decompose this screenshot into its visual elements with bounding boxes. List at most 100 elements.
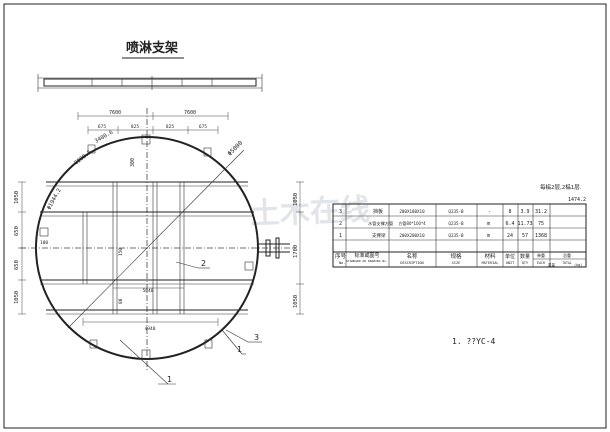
svg-text:31.2: 31.2 bbox=[535, 209, 547, 215]
bom-total-top: 1474.2 bbox=[568, 197, 586, 203]
svg-text:Q235-B: Q235-B bbox=[448, 209, 464, 214]
svg-text:6.4: 6.4 bbox=[505, 221, 514, 227]
svg-text:材料: 材料 bbox=[484, 252, 496, 260]
dim-left-1: 1050 bbox=[14, 191, 20, 204]
dim-seg-b: 825 bbox=[131, 124, 139, 130]
diameter-leader bbox=[225, 149, 245, 169]
dim-left-3: 650 bbox=[14, 260, 20, 270]
svg-text:规格: 规格 bbox=[450, 252, 462, 260]
svg-text:总重: 总重 bbox=[563, 252, 571, 258]
dim-bottom-outer: 4940 bbox=[145, 326, 156, 332]
dim-top-right: 7600 bbox=[184, 110, 196, 116]
plan-view: Φ5000 CI98.5 Φ1944.2 3400.6 300 150 80 1… bbox=[20, 108, 295, 372]
bom-row: 1 支撑梁 200X200X10 Q235-B m 24 57 1368 bbox=[339, 232, 547, 239]
svg-text:TOTAL: TOTAL bbox=[562, 261, 572, 265]
diameter-line bbox=[67, 167, 227, 329]
dim-seg-c: 825 bbox=[166, 124, 174, 130]
elevation-view bbox=[37, 74, 263, 92]
svg-text:SIZE: SIZE bbox=[452, 261, 460, 265]
bom-header: 序号 No. 标准或图号 STANDARD OR DRAWING No. 名称 … bbox=[335, 252, 582, 267]
svg-text:3: 3 bbox=[339, 209, 342, 215]
svg-text:方管80*100*4: 方管80*100*4 bbox=[398, 220, 426, 226]
bom-row: 2 水管支撑方管 方管80*100*4 Q235-B m 6.4 11.73 7… bbox=[339, 220, 544, 227]
callout-2: 2 bbox=[201, 259, 206, 268]
dim-right-2: 1700 bbox=[293, 245, 299, 258]
dim-right-1: 1050 bbox=[293, 193, 299, 206]
dim-left-4: 1050 bbox=[14, 291, 20, 304]
dim-bottom-inner: 5040 bbox=[143, 288, 154, 294]
plan-top-dimensions: 7600 7600 675 825 825 675 bbox=[77, 110, 229, 134]
bom-table: 每榀2层,2榀1层. 1474.2 3 挡板 280X180X10 Q235-B… bbox=[332, 183, 587, 268]
svg-text:1368: 1368 bbox=[535, 233, 547, 239]
svg-text:UNIT: UNIT bbox=[506, 261, 515, 265]
svg-text:200X200X10: 200X200X10 bbox=[399, 233, 425, 238]
pipe-flange bbox=[275, 237, 280, 259]
svg-text:QTY: QTY bbox=[522, 261, 529, 265]
callouts: 2 3 1 1 bbox=[119, 259, 262, 385]
baffle-plate bbox=[244, 261, 254, 271]
svg-text:土木在线: 土木在线 bbox=[249, 193, 370, 232]
diameter-label: Φ5000 bbox=[226, 139, 244, 157]
elevation-beam bbox=[43, 78, 257, 87]
baffle-plate bbox=[39, 227, 49, 237]
baffle-plate bbox=[204, 339, 213, 349]
baffle-plate bbox=[141, 349, 151, 360]
baffle-plate bbox=[89, 339, 98, 349]
svg-text:57: 57 bbox=[522, 233, 528, 239]
arc-label-2: Φ1944.2 bbox=[46, 188, 62, 211]
inner-dim-150: 150 bbox=[118, 248, 124, 256]
plan-bottom-dimensions: 5040 4940 bbox=[82, 287, 219, 332]
svg-text:重量: 重量 bbox=[548, 262, 556, 267]
side-label: 180 bbox=[40, 240, 48, 246]
plan-left-dimensions: 1050 650 650 1050 bbox=[14, 181, 26, 315]
dim-right-3: 1050 bbox=[293, 295, 299, 308]
dim-seg-d: 675 bbox=[199, 124, 207, 130]
svg-text:数量: 数量 bbox=[520, 253, 530, 260]
svg-text:75: 75 bbox=[538, 221, 544, 227]
svg-text:标准或图号: 标准或图号 bbox=[354, 252, 379, 259]
svg-text:水管支撑方管: 水管支撑方管 bbox=[368, 220, 393, 227]
svg-text:单位: 单位 bbox=[505, 253, 515, 260]
svg-text:挡板: 挡板 bbox=[373, 208, 383, 215]
svg-text:单重: 单重 bbox=[537, 252, 545, 258]
svg-text:-: - bbox=[488, 209, 491, 215]
svg-text:STANDARD OR DRAWING No.: STANDARD OR DRAWING No. bbox=[346, 259, 388, 263]
svg-text:280X180X10: 280X180X10 bbox=[399, 209, 425, 214]
baffle-plate bbox=[141, 134, 151, 145]
sheet-border bbox=[3, 3, 607, 429]
drawing-title: 喷淋支架 bbox=[126, 40, 178, 56]
svg-text:m: m bbox=[487, 233, 490, 239]
svg-text:Q235-B: Q235-B bbox=[448, 221, 464, 226]
svg-text:名称: 名称 bbox=[406, 252, 418, 260]
drawing-code: 1. ??YC-4 bbox=[452, 337, 496, 346]
inner-dim-80: 80 bbox=[118, 298, 124, 304]
bom-row: 3 挡板 280X180X10 Q235-B - 8 3.9 31.2 bbox=[339, 208, 547, 215]
baffle-plate bbox=[87, 144, 96, 154]
svg-text:序号: 序号 bbox=[335, 252, 347, 260]
svg-text:11.73: 11.73 bbox=[517, 221, 532, 227]
svg-text:1: 1 bbox=[339, 233, 342, 239]
svg-text:支撑梁: 支撑梁 bbox=[372, 232, 386, 239]
svg-text:2: 2 bbox=[339, 221, 342, 227]
pipe-flange bbox=[265, 239, 271, 257]
inner-dim-300: 300 bbox=[130, 158, 136, 167]
dim-left-2: 650 bbox=[14, 226, 20, 236]
svg-text:DESCRIPTION: DESCRIPTION bbox=[400, 261, 423, 265]
svg-text:(kg): (kg) bbox=[574, 263, 582, 267]
watermark: 土木在线 bbox=[249, 193, 370, 232]
svg-text:No.: No. bbox=[339, 261, 345, 265]
svg-text:3.9: 3.9 bbox=[520, 209, 529, 215]
svg-text:m: m bbox=[487, 221, 490, 227]
svg-text:24: 24 bbox=[507, 233, 513, 239]
bom-note: 每榀2层,2榀1层. bbox=[540, 183, 582, 191]
svg-text:EACH: EACH bbox=[537, 261, 545, 265]
baffle-plate bbox=[203, 147, 212, 157]
svg-text:8: 8 bbox=[508, 209, 511, 215]
callout-1-bottom: 1 bbox=[167, 375, 172, 384]
svg-text:MATERIAL: MATERIAL bbox=[482, 261, 499, 265]
dim-seg-a: 675 bbox=[98, 124, 106, 130]
callout-3: 3 bbox=[254, 333, 259, 342]
arc-label-1: CI98.5 bbox=[74, 150, 93, 167]
callout-1-right: 1 bbox=[237, 345, 242, 354]
